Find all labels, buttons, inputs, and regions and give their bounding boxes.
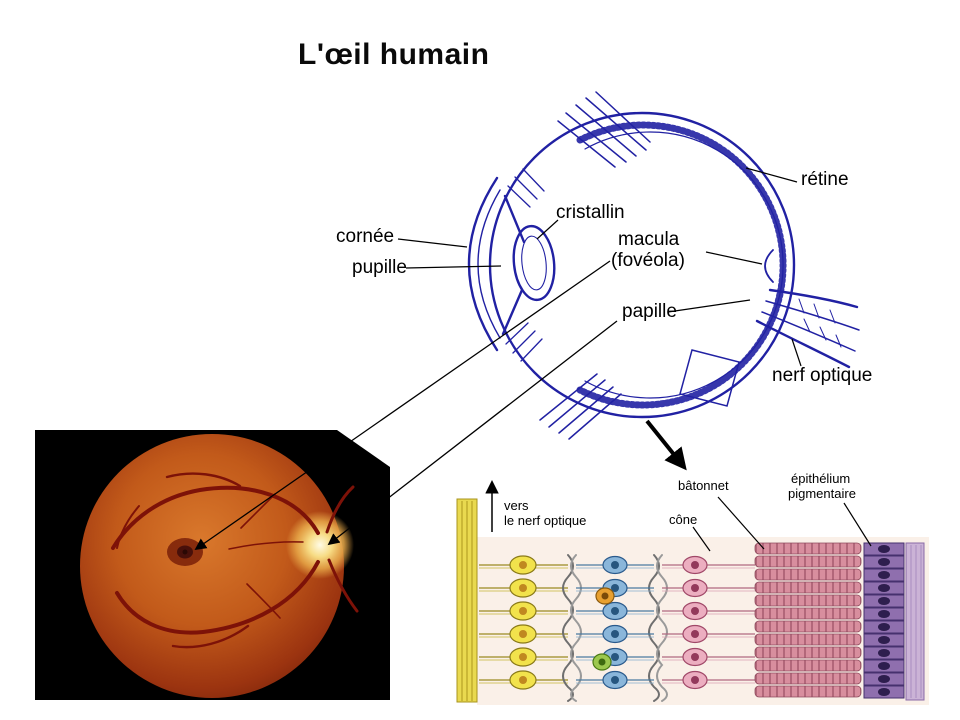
fundus-photo-image — [35, 430, 390, 700]
leader-papille — [667, 299, 751, 313]
iris-top — [503, 194, 526, 244]
leader-macula — [705, 251, 763, 265]
label-cornee: cornée — [336, 226, 395, 247]
retina-histology — [455, 465, 935, 705]
label-foveola: (fovéola) — [611, 250, 685, 271]
nerve-fiber-band — [456, 498, 478, 703]
leader-cornee — [397, 238, 468, 248]
macula-spot — [167, 538, 203, 566]
label-epithelium-line2: pigmentaire — [788, 486, 856, 501]
label-papille: papille — [622, 301, 677, 322]
label-macula: macula — [618, 229, 680, 250]
label-nerf-optique: nerf optique — [772, 365, 873, 386]
lens — [512, 224, 556, 302]
magnified-region-box — [679, 349, 740, 407]
label-vers-line2: le nerf optique — [504, 513, 587, 528]
optic-nerve — [755, 288, 860, 369]
label-batonnet: bâtonnet — [678, 478, 729, 493]
fundus-photo — [35, 430, 390, 700]
leader-nerf-optique — [791, 338, 802, 367]
amacrine-cell-orange — [595, 587, 615, 605]
cornea — [467, 176, 499, 352]
iris-bottom — [501, 288, 524, 336]
ciliary-hatching — [505, 168, 545, 362]
label-cone: cône — [669, 512, 698, 527]
bipolar-cells — [575, 555, 655, 690]
label-pupille: pupille — [352, 257, 407, 278]
label-epithelium-line1: épithélium — [791, 471, 851, 486]
leader-cristallin — [536, 219, 559, 240]
arrow-to-histology — [645, 419, 687, 471]
label-cristallin: cristallin — [556, 202, 625, 223]
label-retine: rétine — [801, 169, 849, 190]
pigment-epithelium — [863, 542, 925, 701]
optic-disc — [286, 511, 354, 579]
leader-retine — [745, 167, 798, 183]
amacrine-cell-green — [592, 653, 612, 671]
slide-title: L'œil humain — [298, 38, 490, 71]
retina-histology-image — [456, 498, 929, 705]
label-vers-line1: vers — [504, 498, 529, 513]
plexiform-braids — [562, 554, 668, 702]
fovea-pit — [764, 249, 774, 283]
leader-pupille — [405, 265, 502, 269]
